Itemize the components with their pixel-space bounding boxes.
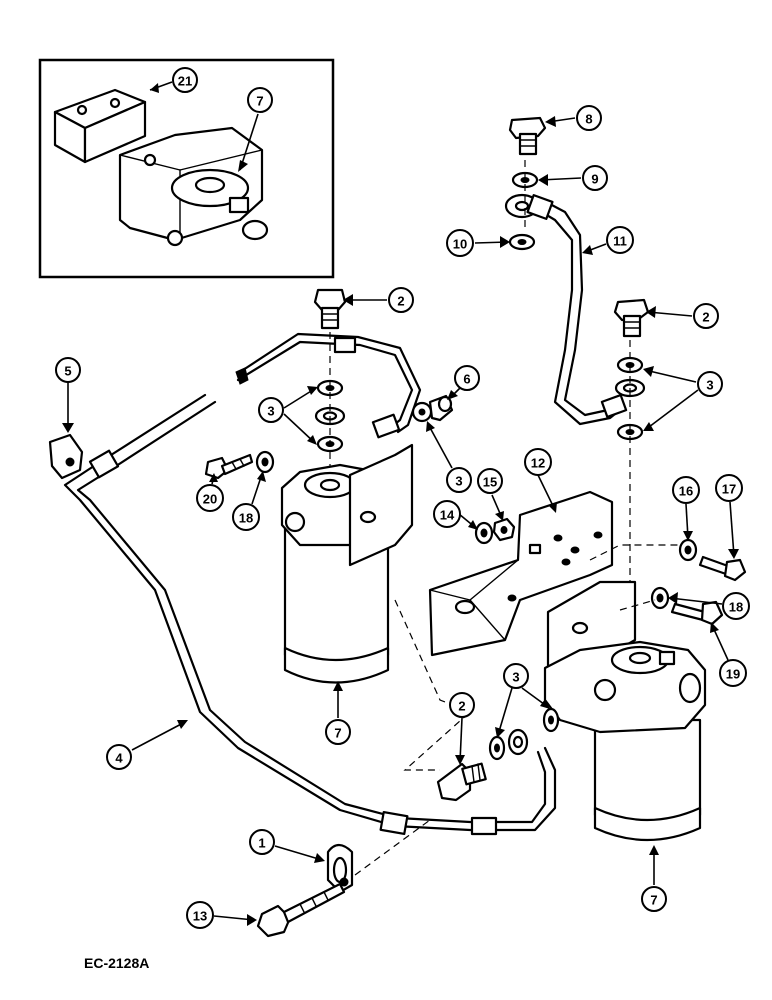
- banjo-bolt-c: [436, 762, 487, 802]
- callout-12: 12: [524, 448, 557, 513]
- svg-text:11: 11: [613, 234, 627, 249]
- svg-text:7: 7: [334, 726, 341, 741]
- svg-text:8: 8: [585, 112, 592, 127]
- svg-text:3: 3: [455, 474, 462, 489]
- callout-2-bottom: 2: [449, 692, 475, 765]
- banjo-bolt-8: [508, 116, 547, 156]
- svg-text:2: 2: [458, 699, 465, 714]
- callout-2-right: 2: [646, 303, 719, 329]
- svg-text:18: 18: [239, 511, 253, 526]
- callout-19: 19: [710, 622, 747, 687]
- fuel-pipe-upper: [235, 332, 422, 439]
- washer-and-plug: [411, 394, 454, 423]
- bolt-20: [204, 453, 254, 480]
- svg-text:13: 13: [193, 909, 207, 924]
- lock-washer-18b: [650, 586, 670, 610]
- svg-text:18: 18: [729, 600, 743, 615]
- pipe-clip-5: [48, 433, 84, 480]
- callout-3-mid: 3: [426, 421, 472, 493]
- callout-5: 5: [55, 357, 81, 433]
- callout-7-left: 7: [325, 681, 351, 745]
- callout-18-right: 18: [668, 592, 750, 620]
- svg-text:6: 6: [463, 372, 470, 387]
- callout-6: 6: [447, 365, 480, 400]
- drawing-code: EC-2128A: [84, 955, 149, 971]
- svg-text:15: 15: [483, 475, 497, 490]
- banjo-bolt-b: [613, 298, 650, 338]
- svg-text:3: 3: [512, 670, 519, 685]
- callout-3-right: 3: [643, 366, 723, 431]
- washer-stack-c: [488, 707, 560, 761]
- fuel-pipe-11: [504, 193, 628, 426]
- fuel-filter-b: [543, 580, 707, 842]
- fuel-filter-a: [280, 443, 414, 684]
- svg-text:3: 3: [267, 404, 274, 419]
- callout-10: 10: [446, 229, 510, 257]
- callout-3-left: 3: [258, 386, 318, 445]
- svg-text:7: 7: [256, 94, 263, 109]
- svg-text:17: 17: [722, 482, 736, 497]
- callout-7-inset: 7: [238, 87, 273, 172]
- callout-3-bottom: 3: [495, 663, 550, 738]
- lock-washer-18a: [255, 450, 275, 474]
- spacer-plate: [53, 88, 147, 164]
- lock-washer-16: [678, 538, 698, 562]
- svg-text:10: 10: [453, 237, 467, 252]
- mounting-bracket-12: [428, 490, 614, 657]
- callout-18-left: 18: [232, 471, 266, 531]
- callout-2-upper: 2: [343, 287, 414, 313]
- svg-text:7: 7: [650, 893, 657, 908]
- callout-7-right: 7: [641, 845, 667, 912]
- svg-text:20: 20: [203, 492, 217, 507]
- inset-detail: [38, 58, 335, 279]
- bolt-13: [256, 882, 346, 938]
- pipe-clip-1: [326, 843, 354, 894]
- callout-14: 14: [433, 500, 478, 530]
- callout-21: 21: [149, 67, 198, 93]
- washer-10: [508, 233, 536, 251]
- banjo-bolt-a: [313, 288, 347, 330]
- svg-text:1: 1: [258, 836, 265, 851]
- bolt-17: [698, 555, 747, 582]
- svg-text:2: 2: [397, 294, 404, 309]
- callout-17: 17: [715, 474, 743, 559]
- svg-text:21: 21: [178, 74, 192, 89]
- inset-filter-head: [118, 126, 269, 247]
- svg-text:19: 19: [726, 667, 740, 682]
- washer-stack-a: [314, 320, 346, 480]
- callout-1: 1: [249, 829, 325, 863]
- callout-13: 13: [186, 901, 257, 929]
- callout-4: 4: [106, 720, 188, 770]
- callout-9: 9: [538, 165, 608, 191]
- svg-text:12: 12: [531, 456, 545, 471]
- svg-text:3: 3: [706, 378, 713, 393]
- svg-text:2: 2: [702, 310, 709, 325]
- bolt-19: [670, 600, 724, 626]
- assembly-lines: [354, 160, 680, 876]
- svg-text:5: 5: [64, 364, 71, 379]
- callout-11: 11: [582, 226, 634, 255]
- callout-20: 20: [196, 473, 224, 512]
- washer-14: [474, 521, 494, 545]
- callout-16: 16: [672, 476, 700, 541]
- svg-text:14: 14: [440, 508, 455, 523]
- callouts: 21 7 8 9 10 11 2 2: [55, 67, 750, 929]
- callout-15: 15: [477, 468, 504, 521]
- fuel-pipe-4: [63, 393, 557, 836]
- callout-8: 8: [545, 105, 602, 131]
- svg-text:4: 4: [115, 751, 123, 766]
- svg-text:16: 16: [679, 484, 693, 499]
- svg-text:9: 9: [591, 172, 598, 187]
- nut-15: [492, 517, 516, 542]
